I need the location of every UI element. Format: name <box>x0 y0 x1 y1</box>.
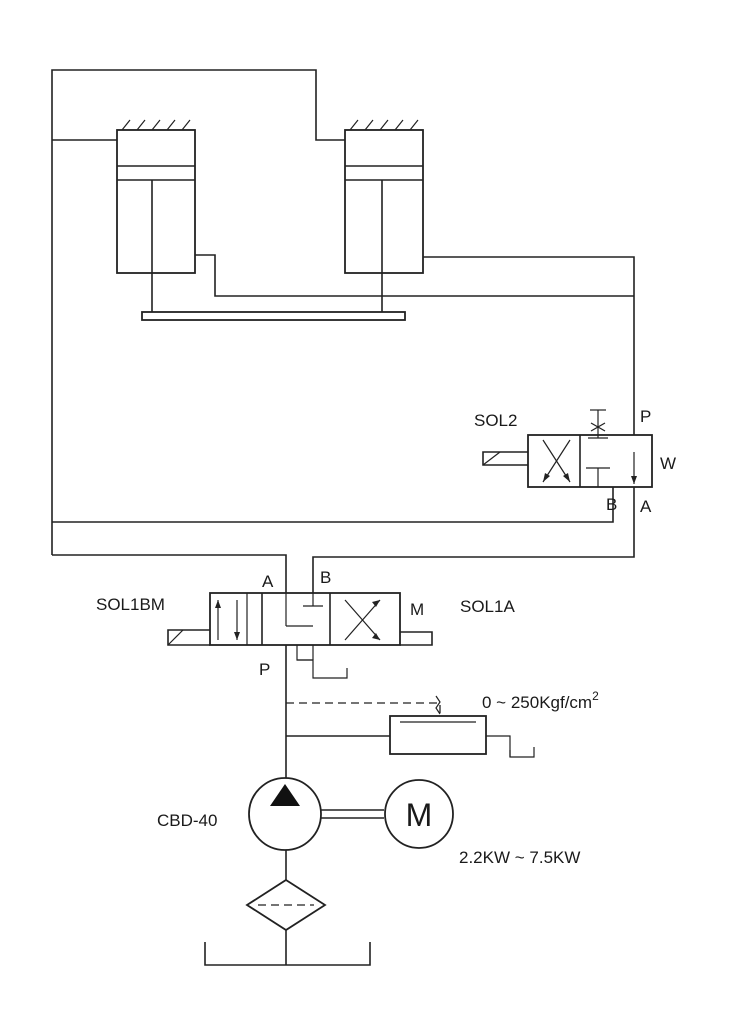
relief-valve <box>286 695 535 758</box>
label-pump: CBD-40 <box>157 811 217 830</box>
label-m-main: M <box>410 600 424 619</box>
label-sol1a: SOL1A <box>460 597 515 616</box>
label-port-a-sol2: A <box>640 497 652 516</box>
piping <box>51 69 635 593</box>
tank-return-main <box>296 645 348 679</box>
label-port-p-main: P <box>259 660 270 679</box>
label-port-p-sol2: P <box>640 407 651 426</box>
label-port-b-sol2: B <box>606 495 617 514</box>
pump-cbd40 <box>248 777 384 851</box>
label-motor-power: 2.2KW ~ 7.5KW <box>459 848 580 867</box>
label-sol1bm: SOL1BM <box>96 595 165 614</box>
solenoid-valve-sol1 <box>167 592 433 646</box>
electric-motor <box>384 779 454 849</box>
label-port-a-main: A <box>262 572 274 591</box>
suction-filter <box>245 878 327 932</box>
cylinder-right <box>344 119 424 312</box>
label-w: W <box>660 454 676 473</box>
label-port-b-main: B <box>320 568 331 587</box>
cross-beam <box>141 311 406 321</box>
cylinder-left <box>116 119 196 312</box>
motor-symbol-letter: M <box>406 797 433 833</box>
label-sol2: SOL2 <box>474 411 517 430</box>
label-pressure-range: 0 ~ 250Kgf/cm2 <box>482 689 599 712</box>
solenoid-valve-sol2 <box>482 409 653 488</box>
oil-tank <box>204 942 371 966</box>
